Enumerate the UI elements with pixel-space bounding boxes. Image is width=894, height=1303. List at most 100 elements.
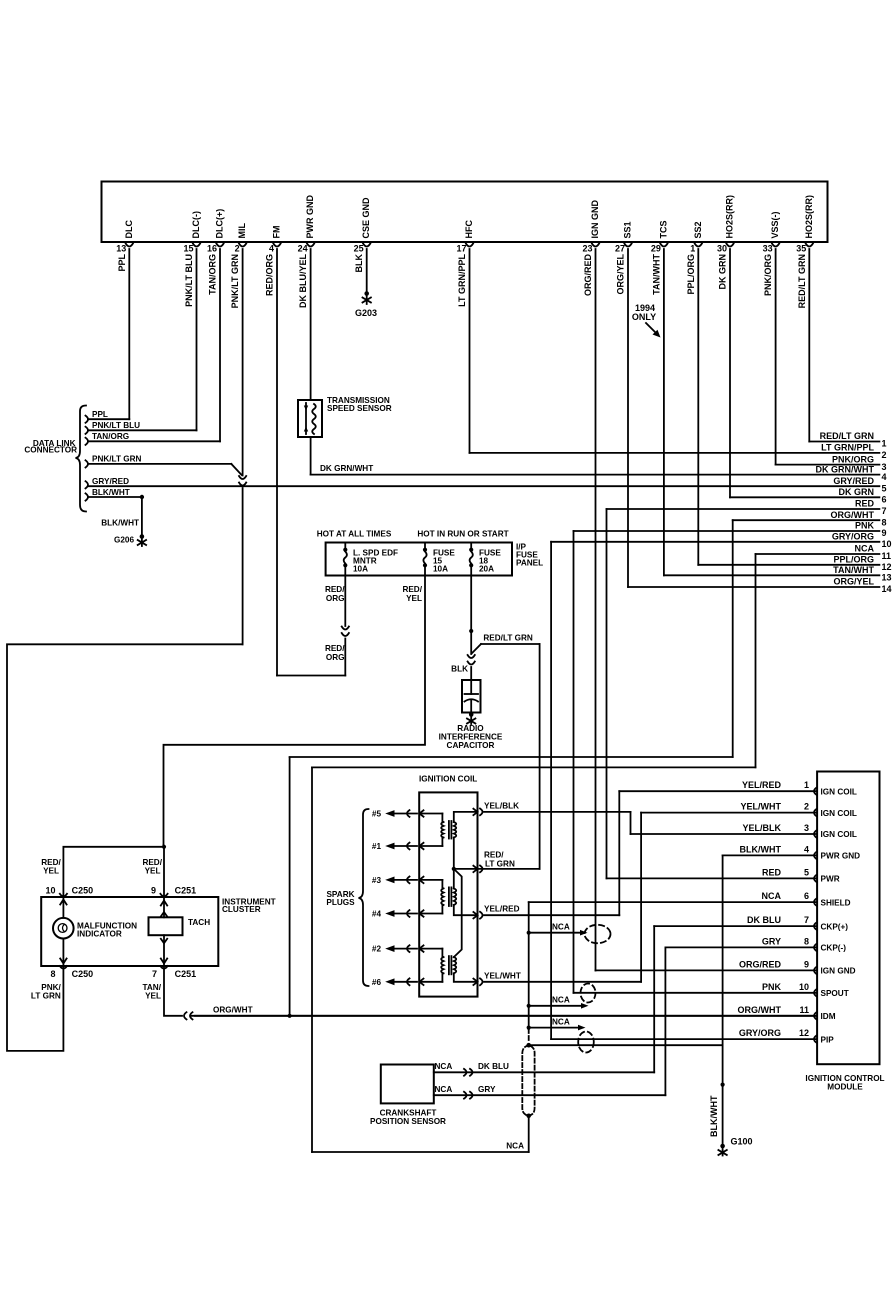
svg-text:8: 8 (804, 936, 809, 946)
svg-text:2: 2 (804, 802, 809, 812)
svg-text:LT GRN/PPL: LT GRN/PPL (821, 443, 874, 453)
svg-text:IGN COIL: IGN COIL (821, 809, 857, 818)
svg-text:PNK/LT BLU: PNK/LT BLU (92, 421, 140, 430)
svg-text:5: 5 (804, 867, 809, 877)
svg-text:3: 3 (804, 823, 809, 833)
svg-text:IGN GND: IGN GND (821, 967, 856, 976)
svg-text:INTERFERENCE: INTERFERENCE (439, 733, 503, 742)
svg-text:CAPACITOR: CAPACITOR (447, 741, 495, 750)
svg-text:15: 15 (183, 244, 193, 254)
svg-text:L. SPD EDF: L. SPD EDF (353, 549, 398, 558)
svg-text:23: 23 (582, 244, 592, 254)
svg-text:CKP(+): CKP(+) (821, 922, 849, 931)
svg-text:HOT AT ALL TIMES: HOT AT ALL TIMES (317, 530, 392, 539)
svg-text:10: 10 (799, 982, 809, 992)
svg-text:ORG: ORG (326, 653, 345, 662)
svg-text:TAN/ORG: TAN/ORG (208, 254, 218, 295)
svg-text:MALFUNCTION: MALFUNCTION (77, 921, 137, 930)
svg-text:9: 9 (804, 959, 809, 969)
svg-text:BLK/WHT: BLK/WHT (101, 519, 139, 528)
svg-text:G203: G203 (355, 308, 377, 318)
svg-text:FUSE: FUSE (479, 549, 501, 558)
svg-text:YEL/WHT: YEL/WHT (484, 972, 521, 981)
svg-text:CLUSTER: CLUSTER (222, 905, 261, 914)
svg-text:1: 1 (804, 780, 809, 790)
svg-text:VSS(-): VSS(-) (770, 211, 780, 238)
svg-text:IGN COIL: IGN COIL (821, 830, 857, 839)
svg-text:TAN/WHT: TAN/WHT (833, 565, 874, 575)
svg-text:PNK/ORG: PNK/ORG (832, 454, 874, 464)
svg-text:IGN GND: IGN GND (590, 199, 600, 238)
svg-text:CONNECTOR: CONNECTOR (24, 446, 77, 455)
svg-text:#1: #1 (372, 842, 382, 851)
svg-text:2: 2 (235, 244, 240, 254)
svg-text:PNK: PNK (855, 521, 875, 531)
svg-text:PWR GND: PWR GND (305, 195, 315, 239)
svg-text:SS1: SS1 (623, 221, 633, 238)
svg-text:1: 1 (882, 439, 887, 449)
svg-text:YEL: YEL (43, 867, 59, 876)
svg-text:ORG: ORG (326, 594, 345, 603)
svg-text:25: 25 (354, 244, 364, 254)
svg-text:6: 6 (882, 495, 887, 505)
svg-text:FUSE: FUSE (516, 551, 538, 560)
svg-text:10: 10 (882, 539, 892, 549)
svg-text:NCA: NCA (552, 996, 570, 1005)
svg-text:MNTR: MNTR (353, 557, 377, 566)
svg-text:MIL: MIL (237, 223, 247, 239)
svg-text:2: 2 (882, 450, 887, 460)
svg-text:PNK/ORG: PNK/ORG (763, 254, 773, 296)
svg-text:PANEL: PANEL (516, 559, 543, 568)
svg-text:4: 4 (882, 472, 887, 482)
svg-text:13: 13 (882, 573, 892, 583)
svg-text:SPOUT: SPOUT (821, 989, 849, 998)
svg-text:11: 11 (799, 1005, 809, 1015)
svg-text:10A: 10A (433, 565, 448, 574)
svg-text:LT GRN: LT GRN (485, 860, 515, 869)
svg-text:BLK/WHT: BLK/WHT (709, 1095, 719, 1137)
svg-text:RED/LT GRN: RED/LT GRN (820, 431, 874, 441)
svg-text:NCA: NCA (552, 1017, 570, 1026)
svg-text:PNK/: PNK/ (41, 983, 61, 992)
svg-text:27: 27 (615, 244, 625, 254)
svg-text:INSTRUMENT: INSTRUMENT (222, 898, 276, 907)
svg-text:NCA: NCA (762, 891, 782, 901)
svg-text:TAN/: TAN/ (143, 983, 162, 992)
svg-text:ORG/RED: ORG/RED (583, 254, 593, 297)
svg-text:PPL/ORG: PPL/ORG (833, 555, 874, 565)
svg-text:YEL/BLK: YEL/BLK (742, 823, 781, 833)
svg-text:SHIELD: SHIELD (821, 898, 851, 907)
svg-text:RED/: RED/ (142, 858, 162, 867)
svg-text:C250: C250 (72, 969, 94, 979)
svg-text:RED: RED (762, 867, 782, 877)
svg-text:SPARK: SPARK (326, 890, 354, 899)
svg-text:DK BLU: DK BLU (478, 1062, 509, 1071)
svg-text:PNK/LT GRN: PNK/LT GRN (92, 455, 142, 464)
svg-text:GRY/RED: GRY/RED (92, 477, 129, 486)
svg-text:GRY: GRY (762, 936, 781, 946)
svg-text:DATA LINK: DATA LINK (33, 439, 76, 448)
svg-text:RED/LT GRN: RED/LT GRN (797, 254, 807, 308)
svg-text:TRANSMISSION: TRANSMISSION (327, 396, 390, 405)
svg-text:LT GRN/PPL: LT GRN/PPL (457, 254, 467, 307)
svg-text:I/P: I/P (516, 543, 527, 552)
svg-text:RED/: RED/ (41, 858, 61, 867)
svg-text:5: 5 (882, 483, 887, 493)
svg-text:NCA: NCA (552, 922, 570, 931)
svg-text:GRY: GRY (478, 1085, 496, 1094)
svg-text:9: 9 (882, 528, 887, 538)
svg-text:C250: C250 (72, 886, 94, 896)
svg-text:CSE GND: CSE GND (361, 197, 371, 239)
svg-text:12: 12 (799, 1028, 809, 1038)
svg-text:YEL: YEL (406, 594, 422, 603)
svg-text:RED/ORG: RED/ORG (265, 254, 275, 296)
svg-text:15: 15 (433, 557, 443, 566)
svg-text:DLC: DLC (124, 220, 134, 239)
svg-text:RED/LT GRN: RED/LT GRN (483, 634, 533, 643)
svg-text:C251: C251 (175, 886, 197, 896)
svg-text:RED/: RED/ (402, 585, 422, 594)
svg-text:NCA: NCA (855, 544, 875, 554)
svg-text:ORG/WHT: ORG/WHT (831, 510, 875, 520)
svg-text:ORG/YEL: ORG/YEL (833, 577, 874, 587)
svg-text:7: 7 (152, 969, 157, 979)
